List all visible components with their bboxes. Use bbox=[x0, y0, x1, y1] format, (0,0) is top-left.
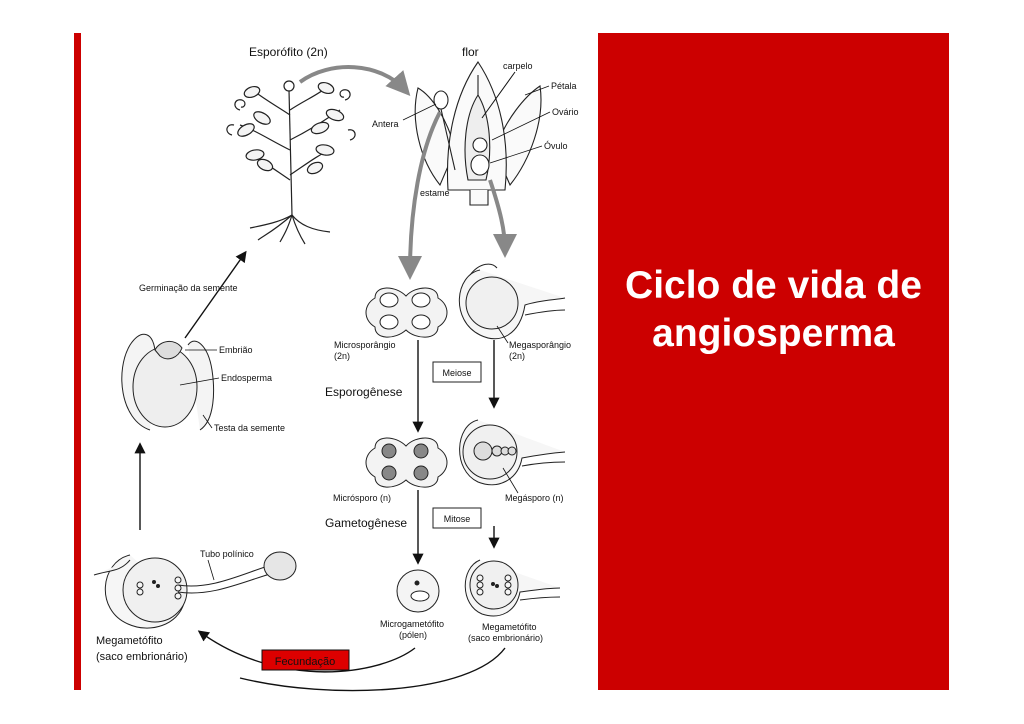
arrow-seed-to-sporophyte bbox=[184, 250, 247, 339]
sporophyte-plant-illustration bbox=[226, 80, 356, 245]
flower-label: flor bbox=[462, 45, 479, 59]
sporogenesis-label: Esporogênese bbox=[325, 385, 403, 399]
megaspore-label: Megásporo (n) bbox=[505, 493, 564, 503]
angiosperm-life-cycle-diagram: Esporófito (2n) flor carpelo Pétala Ovár… bbox=[93, 45, 579, 692]
fertilization-box bbox=[261, 649, 350, 671]
germination-label: Germinação da semente bbox=[139, 283, 238, 293]
seed-coat-leader bbox=[202, 414, 213, 429]
microspore-label: Micrósporo (n) bbox=[333, 493, 391, 503]
megaspore-leader bbox=[502, 467, 519, 494]
pollen-label: (pólen) bbox=[399, 630, 427, 640]
pollen-tube-label: Tubo polínico bbox=[200, 549, 254, 559]
endosperm-label: Endosperma bbox=[221, 373, 272, 383]
arrow-flower-to-megasporangium bbox=[488, 179, 517, 258]
mitosis-box bbox=[432, 507, 482, 529]
sporophyte-label: Esporófito (2n) bbox=[249, 45, 328, 59]
megasporangium-ploidy: (2n) bbox=[509, 351, 525, 361]
meiosis-label: Meiose bbox=[442, 368, 471, 378]
ovary-leader bbox=[491, 111, 551, 141]
embryo-sac-small-label: (saco embrionário) bbox=[468, 633, 543, 643]
endosperm-leader bbox=[179, 377, 220, 386]
arrow-megagametophyte-to-fertilization bbox=[239, 647, 506, 692]
megasporangium-leader bbox=[496, 325, 509, 344]
ovary-label: Ovário bbox=[552, 107, 579, 117]
petal-leader bbox=[524, 85, 550, 96]
title-panel bbox=[598, 33, 949, 690]
embryo-sac-big-label: (saco embrionário) bbox=[96, 651, 188, 663]
stamen-label: estame bbox=[420, 188, 450, 198]
microsporangium-illustration bbox=[365, 287, 448, 338]
anther-leader bbox=[402, 103, 437, 121]
carpel-leader bbox=[481, 71, 516, 119]
seed-coat-label: Testa da semente bbox=[214, 423, 285, 433]
pollen-illustration bbox=[396, 569, 440, 613]
flower-illustration bbox=[414, 61, 542, 206]
arrow-pollen-to-fertilization bbox=[197, 630, 416, 673]
megagametophyte-small-illustration bbox=[464, 559, 561, 617]
microsporangium-ploidy: (2n) bbox=[334, 351, 350, 361]
seed-illustration bbox=[121, 333, 215, 431]
ovule-leader bbox=[489, 145, 543, 164]
gametogenesis-label: Gametogênese bbox=[325, 516, 407, 530]
pollen-tube-leader bbox=[207, 559, 215, 581]
slide-title: Ciclo de vida de angiosperma bbox=[598, 262, 949, 358]
carpel-label: carpelo bbox=[503, 61, 533, 71]
megasporangium-label: Megasporângio bbox=[509, 340, 571, 350]
arrow-sporophyte-to-flower bbox=[298, 65, 411, 96]
mitosis-label: Mitose bbox=[444, 514, 471, 524]
megaspore-illustration bbox=[459, 419, 566, 486]
microspore-illustration bbox=[365, 437, 448, 488]
ovule-label: Óvulo bbox=[544, 141, 568, 151]
meiosis-box bbox=[432, 361, 482, 383]
megagametophyte-small-label: Megametófito bbox=[482, 622, 537, 632]
left-accent-bar bbox=[74, 33, 81, 690]
slide-title-line-1: Ciclo de vida de bbox=[625, 264, 922, 307]
megagametophyte-big-label: Megametófito bbox=[96, 635, 163, 647]
arrow-flower-to-microsporangium bbox=[398, 111, 442, 280]
anther-label: Antera bbox=[372, 119, 399, 129]
megasporangium-illustration bbox=[458, 263, 566, 340]
microsporangium-label: Microsporângio bbox=[334, 340, 396, 350]
microgametophyte-label: Microgametófito bbox=[380, 619, 444, 629]
slide-title-line-2: angiosperma bbox=[652, 312, 895, 355]
fertilization-label: Fecundação bbox=[275, 656, 336, 668]
embryo-label: Embrião bbox=[219, 345, 253, 355]
petal-label: Pétala bbox=[551, 81, 577, 91]
fertilization-megagametophyte-illustration bbox=[93, 551, 297, 629]
